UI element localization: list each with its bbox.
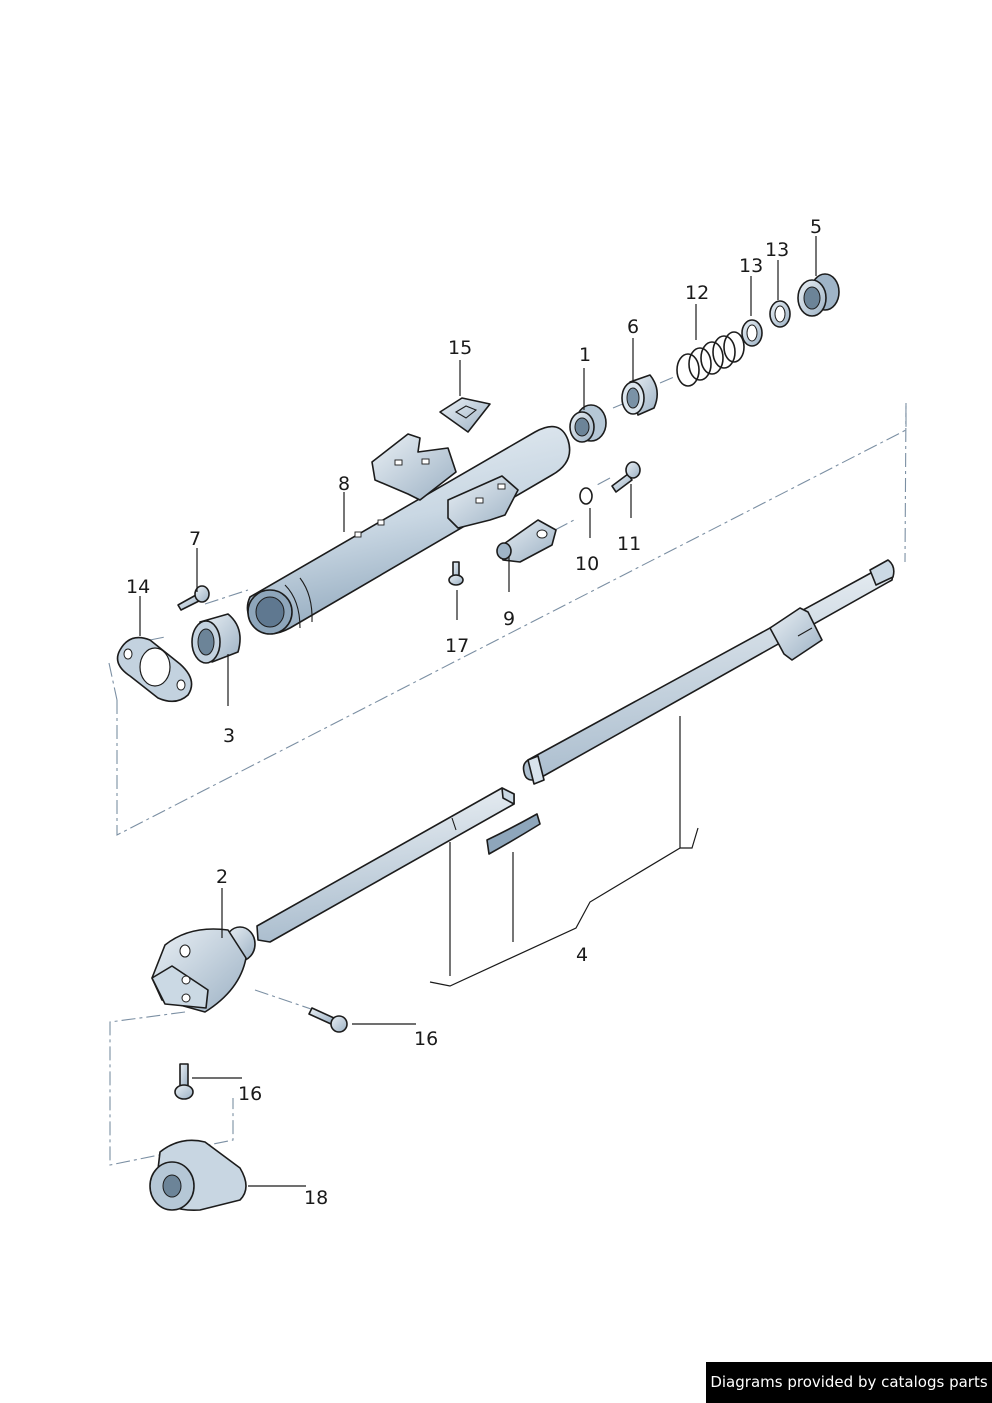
screw-part-7 xyxy=(177,585,210,611)
callout-4: 4 xyxy=(576,944,588,966)
callout-15: 15 xyxy=(448,337,472,359)
callout-13-outer: 13 xyxy=(765,239,789,261)
clamp-part xyxy=(496,519,557,563)
bushing-part xyxy=(191,613,241,664)
leader-lines xyxy=(139,236,817,1187)
callout-5: 5 xyxy=(810,216,822,238)
callout-8: 8 xyxy=(338,473,350,495)
circlip-part-inner xyxy=(741,319,763,347)
mount-part xyxy=(149,1139,247,1212)
callout-7: 7 xyxy=(189,528,201,550)
callout-18: 18 xyxy=(304,1187,328,1209)
callout-17: 17 xyxy=(445,635,469,657)
bearing-part xyxy=(569,404,607,443)
screw-part-17 xyxy=(448,561,464,586)
callout-16-a: 16 xyxy=(414,1028,438,1050)
damper-strip-part xyxy=(486,813,541,855)
bolt-part-16-a xyxy=(308,1007,348,1033)
callout-14: 14 xyxy=(126,576,150,598)
upper-shaft-part xyxy=(522,559,895,785)
lower-shaft-part xyxy=(256,787,515,943)
callout-12: 12 xyxy=(685,282,709,304)
sleeve-part xyxy=(621,374,658,416)
knurled-ring-part xyxy=(797,273,840,317)
callout-6: 6 xyxy=(627,316,639,338)
bolt-part-11 xyxy=(611,461,641,493)
callout-3: 3 xyxy=(223,725,235,747)
callout-2: 2 xyxy=(216,866,228,888)
callout-13-inner: 13 xyxy=(739,255,763,277)
universal-joint-part xyxy=(151,926,256,1013)
assembly-guide-lines xyxy=(108,376,907,1166)
callout-labels: 1 6 12 13 13 5 15 8 7 14 3 9 10 11 17 2 … xyxy=(126,216,822,1209)
circlip-part-outer xyxy=(769,300,791,328)
callout-1: 1 xyxy=(579,344,591,366)
spring-part xyxy=(676,331,745,387)
callout-9: 9 xyxy=(503,608,515,630)
flange-gasket-part xyxy=(116,636,193,703)
credit-banner: Diagrams provided by catalogs parts xyxy=(706,1362,992,1403)
callout-11: 11 xyxy=(617,533,641,555)
column-tube-part xyxy=(246,425,571,635)
bolt-part-16-b xyxy=(174,1063,194,1100)
callout-10: 10 xyxy=(575,553,599,575)
washer-part xyxy=(579,487,593,505)
callout-16-b: 16 xyxy=(238,1083,262,1105)
clip-part xyxy=(439,397,491,433)
